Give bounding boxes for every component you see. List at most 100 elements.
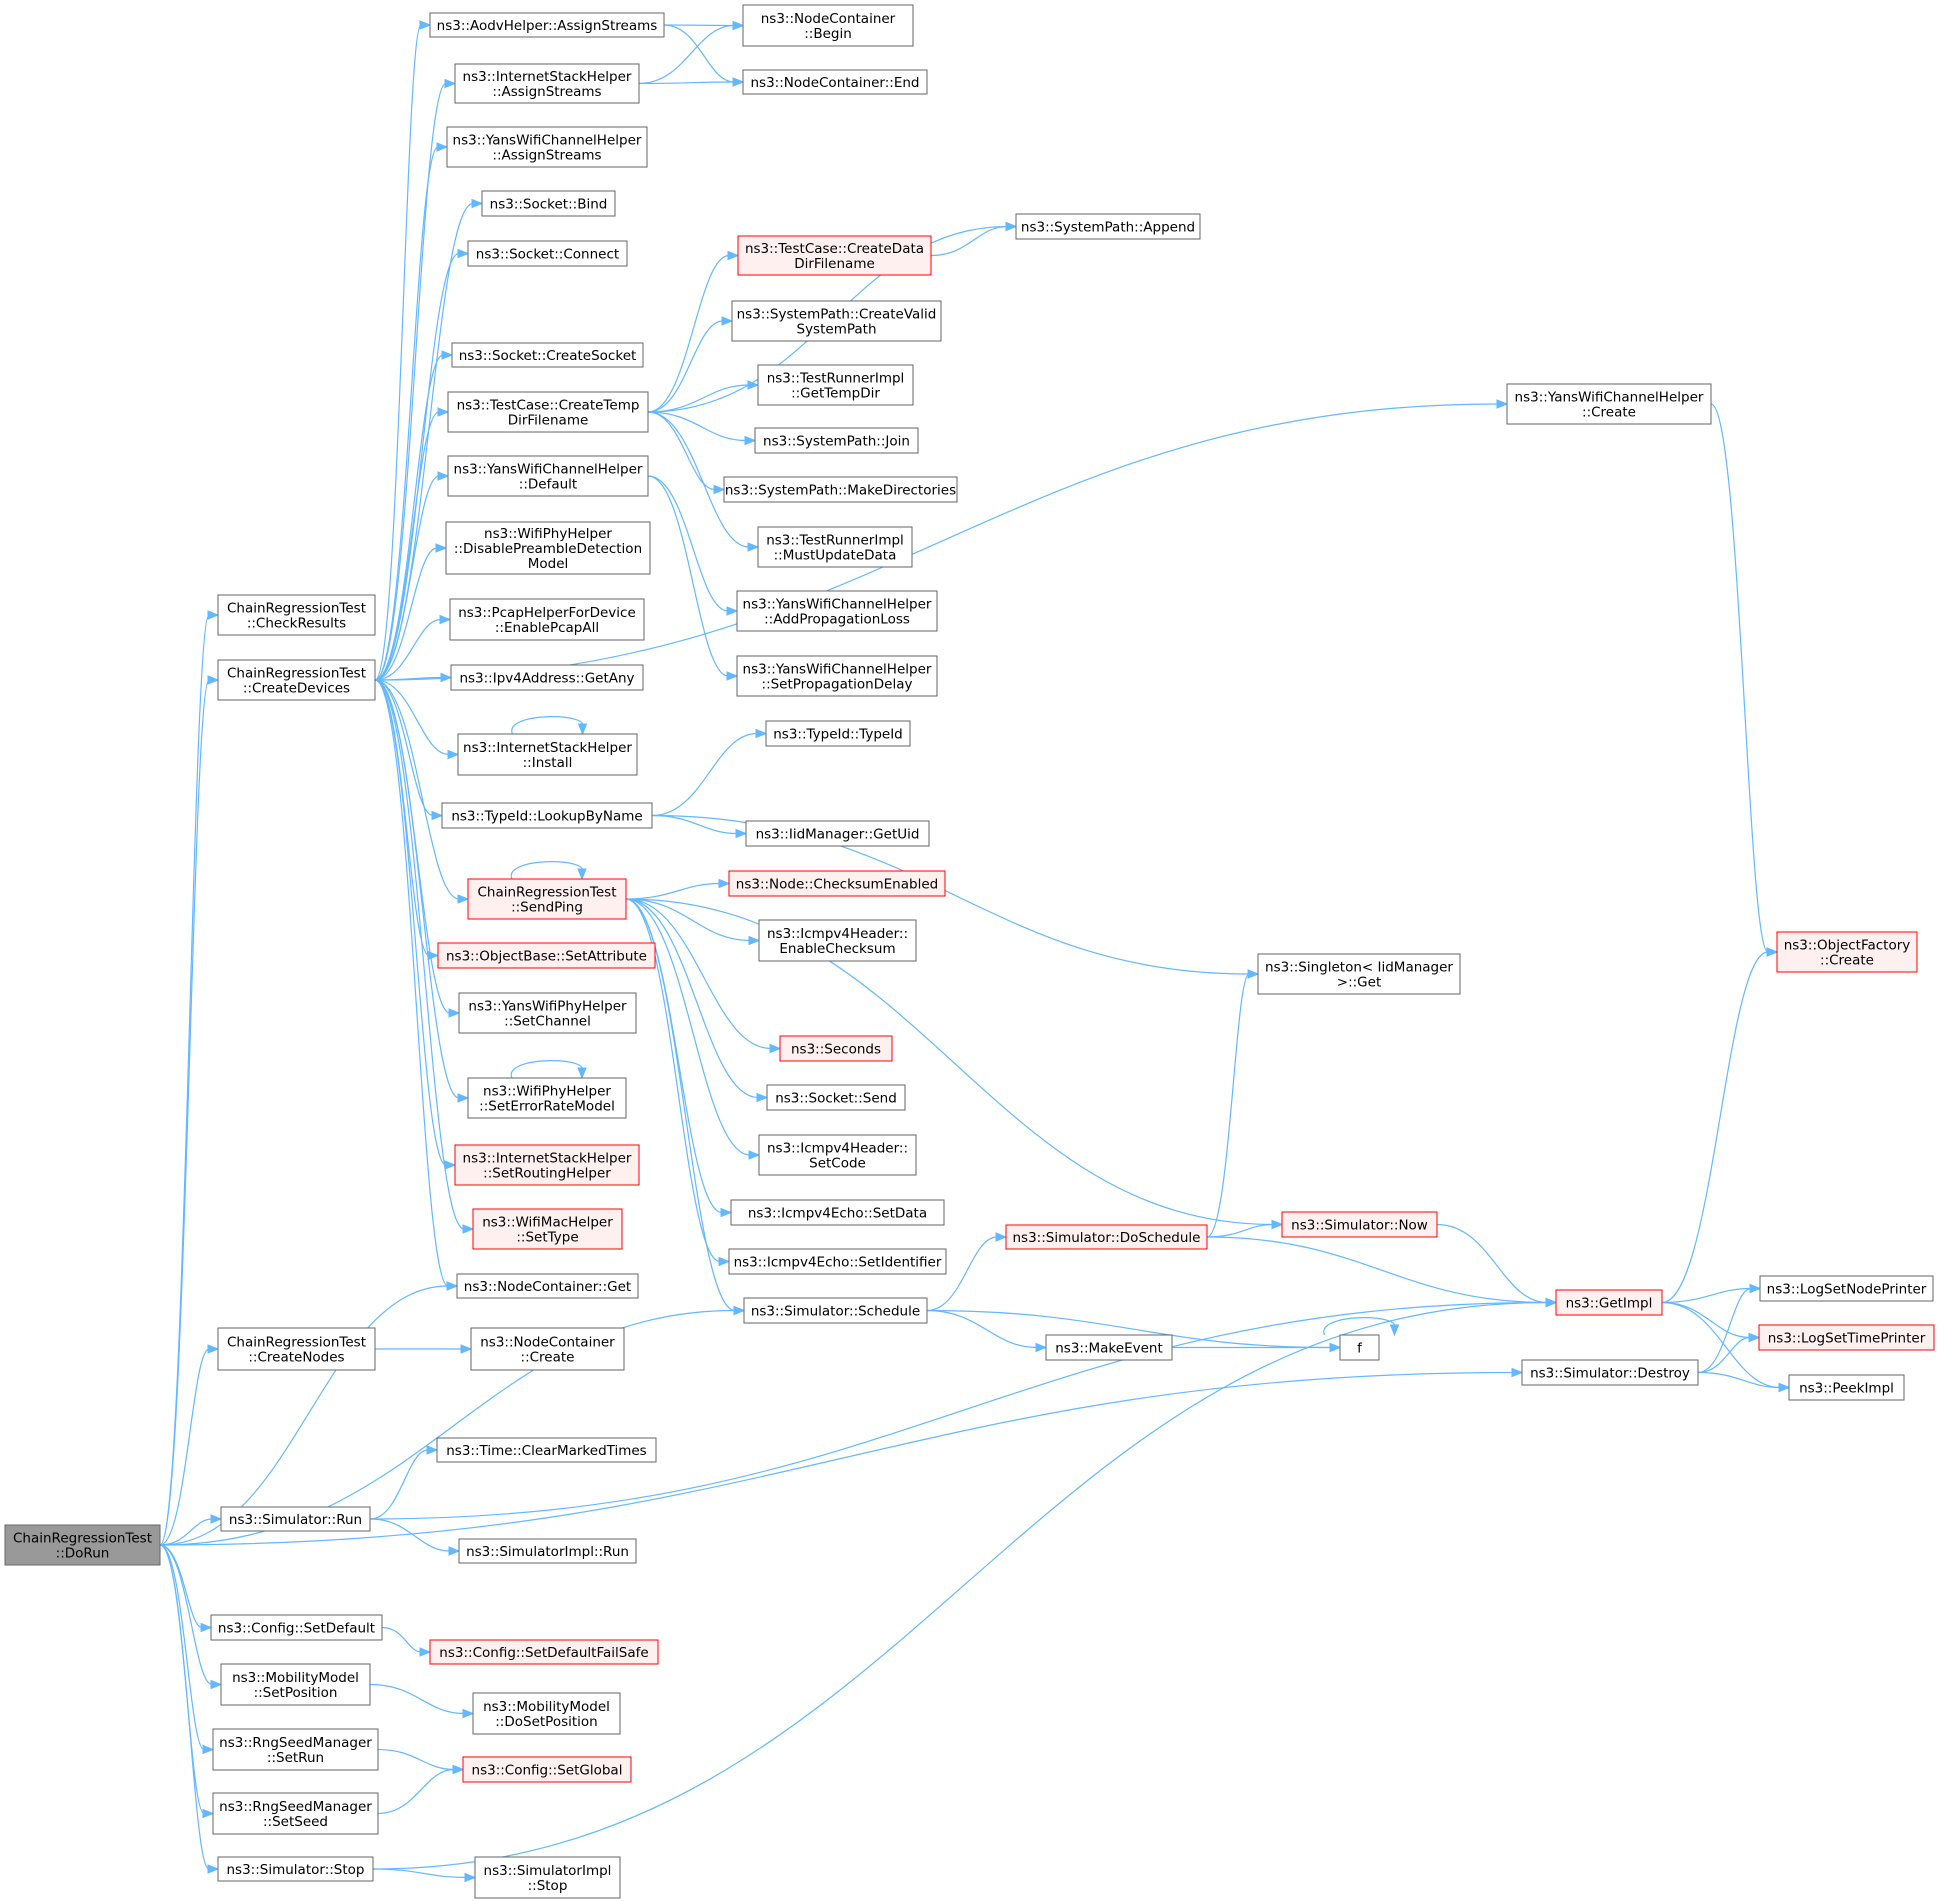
node-box <box>441 802 653 829</box>
graph-node-inetsetrouting[interactable]: ns3::InternetStackHelper::SetRoutingHelp… <box>454 1144 640 1186</box>
call-edge <box>651 814 1260 979</box>
graph-node-getimpl[interactable]: ns3::GetImpl <box>1555 1289 1663 1316</box>
graph-node-yanschcreate[interactable]: ns3::YansWifiChannelHelper::Create <box>1506 383 1712 425</box>
call-edge-line <box>647 411 747 442</box>
graph-node-peekimpl[interactable]: ns3::PeekImpl <box>1788 1374 1905 1401</box>
graph-node-simdestroy[interactable]: ns3::Simulator::Destroy <box>1521 1359 1699 1386</box>
graph-node-rngsetrun[interactable]: ns3::RngSeedManager::SetRun <box>212 1728 379 1771</box>
graph-node-trimustupdate[interactable]: ns3::TestRunnerImpl::MustUpdateData <box>757 526 913 568</box>
graph-node-simimplrun[interactable]: ns3::SimulatorImpl::Run <box>458 1538 637 1564</box>
graph-node-seconds[interactable]: ns3::Seconds <box>779 1035 893 1062</box>
graph-node-simnow[interactable]: ns3::Simulator::Now <box>1281 1211 1438 1238</box>
graph-node-echosetdata[interactable]: ns3::Icmpv4Echo::SetData <box>730 1199 945 1226</box>
graph-node-wifimacsettype[interactable]: ns3::WifiMacHelper::SetType <box>472 1208 623 1250</box>
node-label: ns3::IidManager::GetUid <box>756 827 920 843</box>
graph-node-pcapenable[interactable]: ns3::PcapHelperForDevice::EnablePcapAll <box>449 598 645 641</box>
call-edge-arrowhead <box>447 749 460 760</box>
graph-node-icmpenablecs[interactable]: ns3::Icmpv4Header::EnableChecksum <box>758 919 917 962</box>
graph-node-checkresults[interactable]: ChainRegressionTest::CheckResults <box>217 594 376 636</box>
graph-node-nodecontbegin[interactable]: ns3::NodeContainer::Begin <box>742 4 914 47</box>
graph-node-yanschsetprop[interactable]: ns3::YansWifiChannelHelper::SetPropagati… <box>736 655 938 697</box>
call-edge-line <box>374 679 450 756</box>
graph-node-trigettemp[interactable]: ns3::TestRunnerImpl::GetTempDir <box>757 364 914 406</box>
graph-node-yansphysetch[interactable]: ns3::YansWifiPhyHelper::SetChannel <box>458 992 637 1034</box>
graph-node-cfgsetglobal[interactable]: ns3::Config::SetGlobal <box>462 1756 632 1783</box>
graph-node-typeidtypeid[interactable]: ns3::TypeId::TypeId <box>765 720 911 747</box>
graph-node-mobsetpos[interactable]: ns3::MobilityModel::SetPosition <box>220 1663 371 1706</box>
node-box <box>728 870 946 897</box>
graph-node-yanschaddprop[interactable]: ns3::YansWifiChannelHelper::AddPropagati… <box>736 590 938 632</box>
call-edge-arrowhead <box>1035 1342 1048 1353</box>
graph-node-icmpsetcode[interactable]: ns3::Icmpv4Header::SetCode <box>758 1134 917 1176</box>
node-label: ns3::SimulatorImpl::Run <box>466 1544 629 1560</box>
graph-node-yanschdefault[interactable]: ns3::YansWifiChannelHelper::Default <box>447 455 649 497</box>
call-edge-line <box>1323 1317 1396 1336</box>
node-box <box>445 521 651 575</box>
call-edge-line <box>1436 1223 1548 1304</box>
call-edge <box>374 614 452 681</box>
call-edge-line <box>647 254 730 413</box>
graph-node-aodvassign[interactable]: ns3::AodvHelper::AssignStreams <box>429 12 665 38</box>
call-edge <box>374 679 440 961</box>
graph-node-timeclear[interactable]: ns3::Time::ClearMarkedTimes <box>436 1437 657 1463</box>
graph-node-objfactcreate[interactable]: ns3::ObjectFactory::Create <box>1776 931 1918 973</box>
graph-node-spappend[interactable]: ns3::SystemPath::Append <box>1015 213 1201 240</box>
graph-node-simimplstop[interactable]: ns3::SimulatorImpl::Stop <box>474 1856 621 1899</box>
graph-node-createdevices[interactable]: ChainRegressionTest::CreateDevices <box>217 659 376 701</box>
graph-node-logsetnode[interactable]: ns3::LogSetNodePrinter <box>1759 1275 1934 1302</box>
node-label: SystemPath <box>797 322 877 338</box>
graph-node-spjoin[interactable]: ns3::SystemPath::Join <box>754 427 919 454</box>
graph-node-sendping[interactable]: ChainRegressionTest::SendPing <box>467 878 627 920</box>
call-edge-arrowhead <box>747 542 760 552</box>
graph-node-sockconnect[interactable]: ns3::Socket::Connect <box>467 240 628 267</box>
graph-node-inetassign[interactable]: ns3::InternetStackHelper::AssignStreams <box>454 63 640 104</box>
graph-node-sockcreate[interactable]: ns3::Socket::CreateSocket <box>451 342 644 368</box>
call-edge-line <box>647 384 750 413</box>
call-edge-line <box>374 679 449 1287</box>
graph-node-nodecontget[interactable]: ns3::NodeContainer::Get <box>456 1273 639 1299</box>
call-edge-line <box>369 1449 429 1520</box>
graph-node-createnodes[interactable]: ChainRegressionTest::CreateNodes <box>217 1327 376 1371</box>
graph-node-simdoschedule[interactable]: ns3::Simulator::DoSchedule <box>1005 1224 1208 1250</box>
graph-node-dorun[interactable]: ChainRegressionTest::DoRun <box>4 1524 161 1566</box>
graph-node-echosetid[interactable]: ns3::Icmpv4Echo::SetIdentifier <box>728 1248 947 1275</box>
graph-node-iidgetuid[interactable]: ns3::IidManager::GetUid <box>745 820 930 847</box>
graph-node-typeidlookup[interactable]: ns3::TypeId::LookupByName <box>441 802 653 829</box>
graph-node-wifiphydisable[interactable]: ns3::WifiPhyHelper::DisablePreambleDetec… <box>445 521 651 575</box>
graph-node-nodecontcreate[interactable]: ns3::NodeContainer::Create <box>470 1327 625 1371</box>
graph-node-objsetattr[interactable]: ns3::ObjectBase::SetAttribute <box>437 942 656 969</box>
call-edge <box>647 380 760 413</box>
graph-node-simrun[interactable]: ns3::Simulator::Run <box>220 1506 371 1532</box>
graph-node-mobdosetpos[interactable]: ns3::MobilityModel::DoSetPosition <box>472 1692 621 1735</box>
node-box <box>210 1614 383 1641</box>
node-label: ns3::AodvHelper::AssignStreams <box>437 18 658 34</box>
graph-node-spmakedirs[interactable]: ns3::SystemPath::MakeDirectories <box>723 476 958 503</box>
graph-node-cfgsetdefault[interactable]: ns3::Config::SetDefault <box>210 1614 383 1641</box>
graph-node-ipv4getany[interactable]: ns3::Ipv4Address::GetAny <box>450 664 644 691</box>
graph-node-cfgsetdefaultfs[interactable]: ns3::Config::SetDefaultFailSafe <box>429 1639 659 1665</box>
edges-layer <box>159 20 1791 1883</box>
graph-node-logsettime[interactable]: ns3::LogSetTimePrinter <box>1758 1324 1935 1351</box>
graph-node-socksend[interactable]: ns3::Socket::Send <box>766 1084 906 1111</box>
graph-node-makeevent[interactable]: ns3::MakeEvent <box>1045 1334 1173 1361</box>
graph-node-simstop[interactable]: ns3::Simulator::Stop <box>217 1856 374 1882</box>
graph-node-singletonget[interactable]: ns3::Singleton< IidManager>::Get <box>1257 953 1461 995</box>
graph-node-f[interactable]: f <box>1339 1334 1380 1361</box>
node-box <box>212 1728 379 1771</box>
graph-node-wifiphyseterr[interactable]: ns3::WifiPhyHelper::SetErrorRateModel <box>467 1077 627 1119</box>
call-edge-arrowhead <box>452 1764 465 1775</box>
graph-node-sockbind[interactable]: ns3::Socket::Bind <box>481 190 616 217</box>
graph-node-yanschassign[interactable]: ns3::YansWifiChannelHelper::AssignStream… <box>446 126 648 168</box>
graph-node-simschedule[interactable]: ns3::Simulator::Schedule <box>743 1297 928 1324</box>
graph-node-inetinstall[interactable]: ns3::InternetStackHelper::Install <box>457 733 638 776</box>
node-box <box>1555 1289 1663 1316</box>
node-label: ::Default <box>519 477 577 493</box>
graph-node-nodecontend[interactable]: ns3::NodeContainer::End <box>742 69 928 95</box>
graph-node-rngsetseed[interactable]: ns3::RngSeedManager::SetSeed <box>212 1792 379 1835</box>
graph-node-nodechecksum[interactable]: ns3::Node::ChecksumEnabled <box>728 870 946 897</box>
node-box <box>449 598 645 641</box>
node-label: ::Install <box>523 755 573 771</box>
